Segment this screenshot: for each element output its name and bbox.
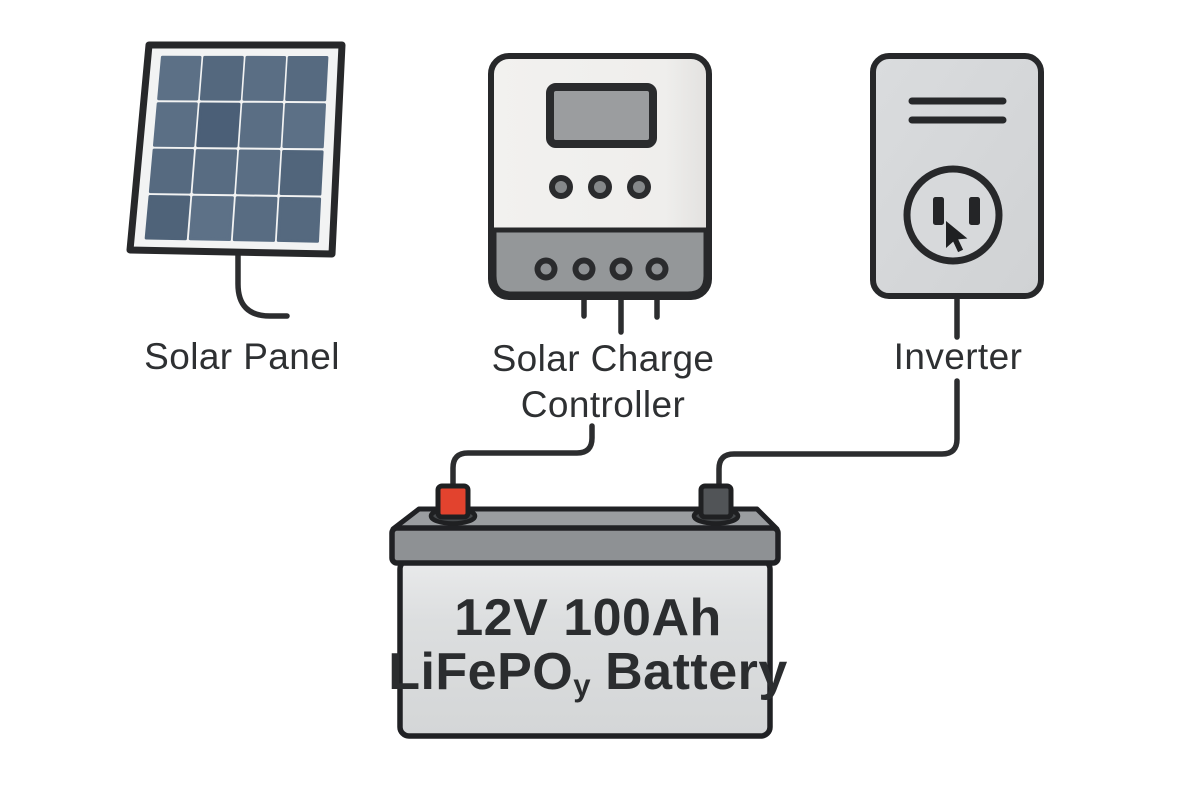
solar-cell — [239, 102, 284, 148]
solar-cell — [157, 55, 202, 101]
controller-screen — [546, 83, 657, 148]
charge-controller-icon — [488, 53, 712, 300]
controller-terminals — [534, 257, 669, 281]
battery-chemistry-prefix: LiFePO — [388, 643, 574, 701]
battery-chemistry-text: LiFePOy Battery — [388, 646, 788, 701]
negative-terminal — [698, 483, 734, 520]
solar-cell — [232, 196, 278, 242]
battery-rating-text: 12V 100Ah — [454, 589, 722, 647]
cursor-arrow-icon — [946, 221, 968, 253]
wire-controller-to-battery — [450, 423, 595, 493]
charge-controller-label-line2: Controller — [520, 384, 686, 425]
inverter-outlet-circle — [903, 165, 1003, 265]
solar-cell — [236, 149, 281, 195]
solar-cell — [285, 56, 329, 102]
battery-chemistry-subscript: y — [573, 667, 592, 703]
solar-cell — [199, 55, 244, 101]
controller-terminal-band — [491, 227, 709, 297]
solar-cell — [192, 149, 238, 195]
solar-cell — [144, 195, 191, 241]
outlet-slots — [933, 197, 980, 225]
solar-cell — [196, 102, 241, 148]
solar-cell — [188, 195, 234, 241]
wire-inverter-to-battery — [716, 378, 960, 493]
charge-controller-label: Solar Charge Controller — [492, 336, 715, 428]
solar-cell — [242, 55, 287, 101]
positive-terminal — [435, 483, 471, 520]
inverter-label: Inverter — [893, 336, 1023, 377]
solar-panel-cells — [144, 55, 329, 243]
solar-cell — [282, 103, 326, 149]
solar-cell — [279, 150, 324, 196]
solar-panel-icon — [126, 41, 346, 258]
battery-chemistry-suffix: Battery — [605, 643, 788, 701]
inverter-vent-lines — [908, 97, 1007, 124]
wire-solar-panel — [235, 248, 290, 319]
solar-cell — [148, 148, 194, 194]
solar-panel-label: Solar Panel — [144, 336, 340, 377]
controller-buttons — [549, 175, 651, 199]
battery-icon — [389, 483, 781, 739]
solar-cell — [276, 196, 322, 243]
charge-controller-label-line1: Solar Charge — [491, 338, 715, 379]
battery-lid-front — [389, 525, 781, 566]
solar-cell — [153, 102, 198, 148]
inverter-icon — [870, 53, 1044, 299]
